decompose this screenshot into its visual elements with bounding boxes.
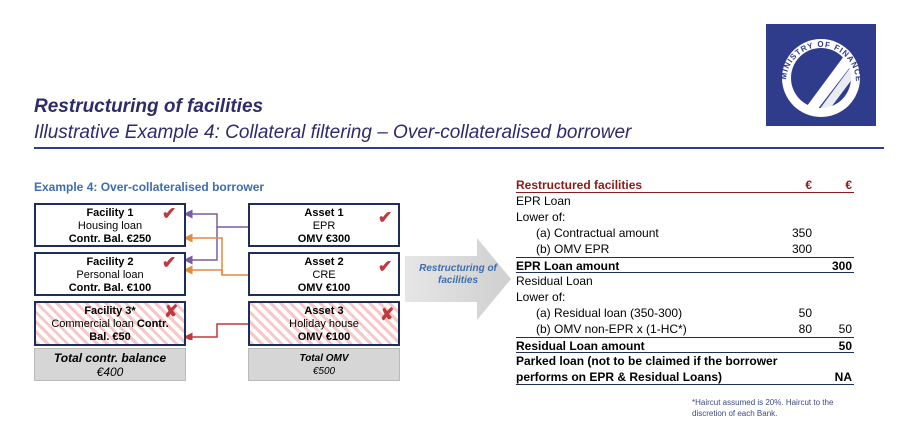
facility-name: Facility 3* (84, 305, 136, 317)
total-facilities-box: Total contr. balance €400 (34, 348, 186, 381)
asset-name: Asset 3 (304, 305, 344, 317)
check-icon: ✔ (378, 208, 393, 227)
table-header-col2: € (845, 178, 852, 192)
table-header-label: Restructured facilities (516, 178, 643, 192)
table-row: (b) OMV non-EPR x (1-HC*) 80 50 (516, 321, 854, 337)
row-label: Lower of: (516, 290, 566, 304)
facility-1-box: Facility 1 Housing loan Contr. Bal. €250 (34, 203, 186, 247)
table-row: (b) OMV EPR 300 (516, 241, 854, 257)
asset-value: OMV €100 (297, 282, 351, 294)
table-row: (a) Residual loan (350-300) 50 (516, 305, 854, 321)
row-label: performs on EPR & Residual Loans) (516, 370, 723, 384)
title-divider (34, 147, 884, 149)
page-title: Restructuring of facilities (34, 96, 264, 117)
row-value-2: 50 (838, 322, 852, 336)
table-header: Restructured facilities € € (516, 177, 854, 193)
row-value-2: 300 (831, 259, 852, 273)
row-label: (b) OMV non-EPR x (1-HC*) (536, 322, 687, 336)
row-label: Residual Loan (516, 274, 593, 288)
link-asset2-facility2 (183, 265, 223, 275)
facility-type: Commercial loan (51, 318, 134, 330)
table-row: (a) Contractual amount 350 (516, 225, 854, 241)
arrow-label: Restructuring of facilities (419, 263, 497, 286)
check-icon: ✔ (162, 253, 177, 272)
facility-3-box: Facility 3* Commercial loan Contr. Bal. … (34, 301, 186, 346)
asset-type: EPR (312, 220, 336, 232)
link-asset1-facility2 (183, 227, 218, 265)
table-row: Parked loan (not to be claimed if the bo… (516, 353, 854, 369)
link-asset1-facility1 (183, 209, 248, 228)
facility-type-line: Commercial loan Contr. (36, 318, 184, 331)
asset-value: OMV €300 (297, 233, 351, 245)
restructuring-arrow (405, 238, 511, 320)
link-asset2-facility1 (183, 233, 248, 276)
table-row: Lower of: (516, 289, 854, 305)
facility-2-box: Facility 2 Personal loan Contr. Bal. €10… (34, 252, 186, 296)
row-label: (a) Contractual amount (536, 226, 659, 240)
cross-icon: ✘ (164, 302, 179, 321)
asset-name: Asset 1 (304, 207, 344, 219)
total-facilities-value: €400 (96, 365, 124, 379)
facility-balance: Contr. Bal. €100 (68, 282, 152, 294)
asset-type: CRE (312, 269, 336, 281)
asset-1-box: Asset 1 EPR OMV €300 (248, 203, 400, 247)
row-value-1: 300 (791, 242, 812, 256)
facility-type: Personal loan (76, 269, 144, 281)
example-title: Example 4: Over-collateralised borrower (34, 180, 265, 194)
row-label: Parked loan (not to be claimed if the bo… (516, 354, 778, 368)
link-asset3-facility3 (183, 323, 248, 340)
facility-balance: Contr. Bal. €250 (68, 233, 152, 245)
row-value-1: 80 (798, 322, 812, 336)
table-row-total: EPR Loan amount 300 (516, 257, 854, 273)
total-assets-label: Total OMV (299, 353, 349, 364)
check-icon: ✔ (162, 204, 177, 223)
asset-value: OMV €100 (297, 331, 351, 343)
facility-type: Housing loan (77, 220, 143, 232)
asset-type: Holiday house (289, 318, 359, 330)
row-value-1: 50 (798, 306, 812, 320)
ministry-of-finance-logo: MINISTRY OF FINANCE (766, 24, 876, 126)
row-label: EPR Loan amount (516, 259, 620, 273)
facility-balance: Bal. €50 (89, 331, 131, 343)
row-label: (a) Residual loan (350-300) (536, 306, 683, 320)
facility-balance-prefix: Contr. (136, 318, 169, 330)
row-value-2: 50 (838, 339, 852, 353)
table-header-col1: € (805, 178, 812, 192)
table-row-total: Residual Loan amount 50 (516, 337, 854, 353)
connector-lines (183, 209, 248, 340)
row-value-2: NA (834, 370, 852, 384)
table-row: Lower of: (516, 209, 854, 225)
total-assets-box: Total OMV €500 (248, 348, 400, 381)
row-label: (b) OMV EPR (536, 242, 610, 256)
footnote: *Haircut assumed is 20%. Haircut to the … (692, 398, 834, 418)
asset-2-box: Asset 2 CRE OMV €100 (248, 252, 400, 296)
restructured-facilities-table: Restructured facilities € € EPR Loan Low… (516, 177, 854, 385)
table-row: performs on EPR & Residual Loans) NA (516, 369, 854, 385)
facility-name: Facility 2 (86, 256, 134, 268)
row-label: Lower of: (516, 210, 566, 224)
total-facilities-label: Total contr. balance (53, 351, 167, 365)
asset-3-box: Asset 3 Holiday house OMV €100 (248, 301, 400, 346)
check-icon: ✔ (378, 257, 393, 276)
row-label: Residual Loan amount (516, 339, 645, 353)
table-row: EPR Loan (516, 193, 854, 209)
row-label: EPR Loan (516, 194, 571, 208)
page-subtitle: Illustrative Example 4: Collateral filte… (34, 122, 632, 143)
asset-name: Asset 2 (304, 256, 344, 268)
row-value-1: 350 (791, 226, 812, 240)
total-assets-value: €500 (312, 366, 336, 377)
cross-icon: ✘ (380, 305, 395, 324)
table-row: Residual Loan (516, 273, 854, 289)
facility-name: Facility 1 (86, 207, 134, 219)
